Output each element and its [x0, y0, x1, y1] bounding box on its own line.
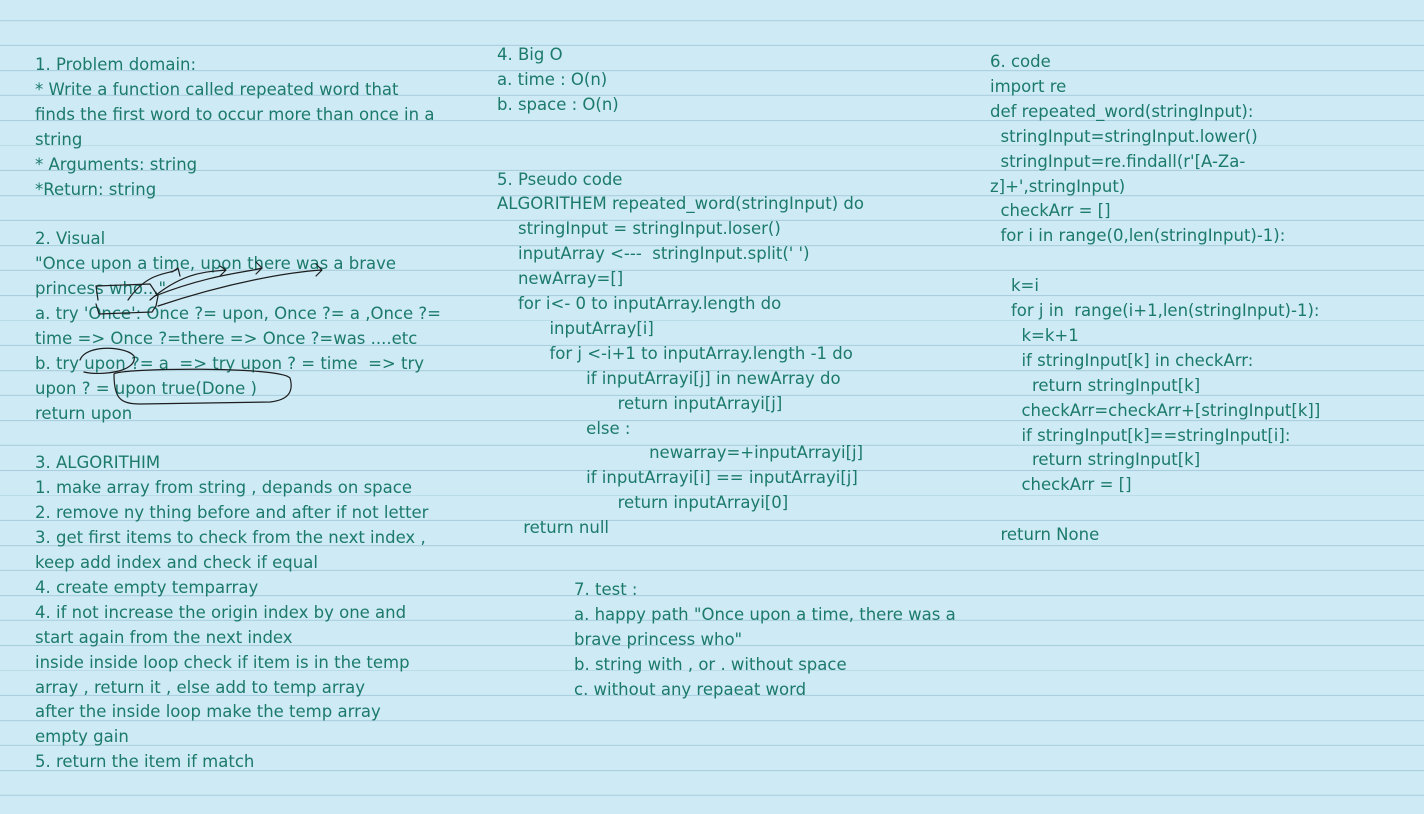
note-line: for i in range(0,len(stringInput)-1):: [990, 226, 1286, 246]
note-line: for j <-i+1 to inputArray.length -1 do: [497, 343, 853, 363]
note-line: a. try 'Once': Once ?= upon, Once ?= a ,…: [35, 304, 441, 323]
note-line: if inputArrayi[i] == inputArrayi[j]: [497, 468, 858, 488]
note-line: b. space : O(n): [497, 94, 619, 114]
note-line: 2. Visual: [35, 229, 106, 249]
note-line: return stringInput[k]: [990, 450, 1201, 470]
note-line: * Arguments: string: [35, 154, 198, 174]
note-line: stringInput=re.findall(r'[A-Za-: [990, 151, 1246, 171]
note-line: for j in range(i+1,len(stringInput)-1):: [990, 301, 1320, 320]
note-line: def repeated_word(stringInput):: [990, 101, 1254, 121]
note-line: checkArr = []: [990, 201, 1111, 221]
note-line: keep add index and check if equal: [35, 553, 318, 572]
note-line: 5. return the item if match: [35, 752, 255, 772]
note-line: 4. create empty temparray: [35, 577, 259, 597]
note-line: z]+',stringInput): [990, 176, 1126, 196]
note-line: if inputArrayi[j] in newArray do: [497, 368, 841, 388]
note-line: a. happy path "Once upon a time, there w…: [574, 604, 956, 624]
note-line: 4. Big O: [497, 45, 563, 64]
note-line: return upon: [35, 403, 133, 423]
note-line: string: [35, 129, 83, 149]
note-line: 3. get first items to check from the nex…: [35, 528, 426, 548]
note-line: if stringInput[k] in checkArr:: [990, 350, 1254, 370]
note-line: time => Once ?=there => Once ?=was ....e…: [35, 328, 418, 348]
note-line: 4. if not increase the origin index by o…: [35, 602, 407, 622]
note-line: return inputArrayi[j]: [497, 393, 783, 413]
note-line: 6. code: [990, 52, 1051, 71]
note-line: return None: [990, 525, 1100, 545]
note-line: if stringInput[k]==stringInput[i]:: [990, 425, 1291, 445]
note-line: a. time : O(n): [497, 69, 608, 89]
note-line: 1. make array from string , depands on s…: [35, 478, 412, 498]
note-line: b. try upon ?= a => try upon ? = time =>…: [35, 353, 425, 373]
note-line: brave princess who": [574, 629, 743, 649]
note-line: 1. Problem domain:: [35, 55, 197, 74]
note-line: import re: [990, 76, 1067, 96]
note-line: * Write a function called repeated word …: [35, 79, 399, 99]
note-line: newArray=[]: [497, 269, 624, 289]
note-line: b. string with , or . without space: [574, 654, 847, 674]
note-line: inside inside loop check if item is in t…: [35, 652, 410, 672]
note-line: stringInput = stringInput.loser(): [497, 219, 781, 239]
note-line: array , return it , else add to temp arr…: [35, 677, 365, 697]
note-line: empty gain: [35, 727, 129, 747]
note-line: start again from the next index: [35, 627, 293, 647]
note-line: c. without any repaeat word: [574, 679, 807, 699]
note-line: inputArray[i]: [497, 318, 654, 338]
note-line: *Return: string: [35, 179, 157, 199]
note-line: "Once upon a time, upon there was a brav…: [35, 254, 397, 274]
note-line: 7. test :: [574, 580, 638, 599]
note-line: k=i: [990, 276, 1039, 296]
note-line: for i<- 0 to inputArray.length do: [497, 294, 782, 313]
note-line: k=k+1: [990, 325, 1079, 345]
note-line: finds the first word to occur more than …: [35, 104, 435, 124]
note-line: return null: [497, 518, 610, 538]
note-line: checkArr = []: [990, 475, 1132, 495]
note-line: checkArr=checkArr+[stringInput[k]]: [990, 400, 1321, 420]
note-line: 5. Pseudo code: [497, 169, 623, 189]
note-line: return inputArrayi[0]: [497, 493, 789, 513]
note-line: else :: [497, 418, 631, 438]
note-line: after the inside loop make the temp arra…: [35, 702, 381, 722]
note-line: princess who...": [35, 279, 167, 299]
note-line: return stringInput[k]: [990, 375, 1201, 395]
note-line: inputArray <--- stringInput.split(' '): [497, 244, 810, 264]
note-line: 3. ALGORITHIM: [35, 453, 161, 473]
note-line: newarray=+inputArrayi[j]: [497, 443, 864, 463]
note-line: stringInput=stringInput.lower(): [990, 126, 1258, 146]
note-line: ALGORITHEM repeated_word(stringInput) do: [497, 194, 864, 214]
note-line: 2. remove ny thing before and after if n…: [35, 503, 429, 523]
note-line: upon ? = upon true(Done ): [35, 378, 257, 398]
